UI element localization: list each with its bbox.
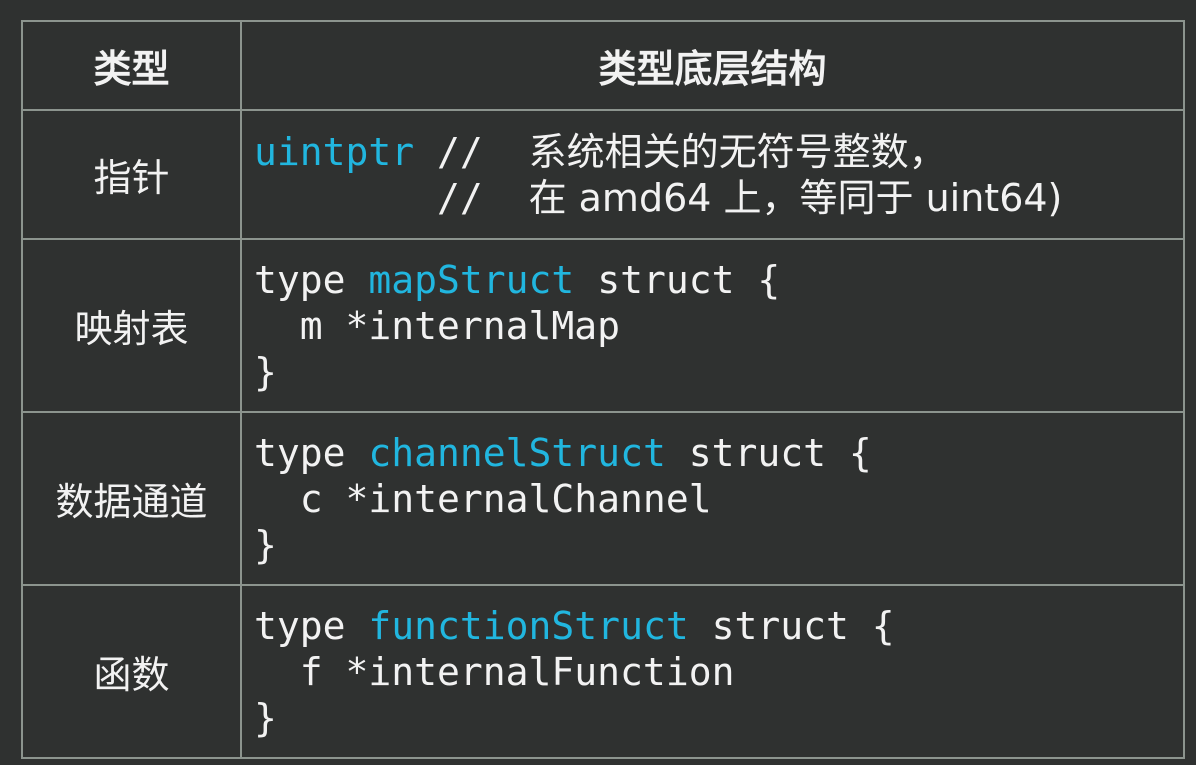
- table-header-row: 类型 类型底层结构: [21, 20, 1185, 111]
- structure-cell-channel: type channelStruct struct { c *internalC…: [240, 411, 1185, 586]
- header-type: 类型: [21, 20, 242, 111]
- code-close-brace: }: [254, 695, 277, 740]
- code-struct-open: struct {: [688, 430, 872, 475]
- code-type-name: functionStruct: [368, 603, 689, 648]
- code-identifier: uintptr: [254, 129, 415, 174]
- code-type-name: mapStruct: [368, 257, 575, 302]
- type-name-pointer: 指针: [21, 109, 242, 240]
- code-comment: 在 amd64 上，等同于 uint64): [528, 175, 1063, 220]
- table-row: 数据通道 type channelStruct struct { c *inte…: [21, 411, 1185, 586]
- table-row: 指针 uintptr // 系统相关的无符号整数， // 在 amd64 上，等…: [21, 109, 1185, 240]
- table-row: 函数 type functionStruct struct { f *inter…: [21, 584, 1185, 759]
- code-struct-open: struct {: [597, 257, 781, 302]
- structure-cell-map: type mapStruct struct { m *internalMap }: [240, 238, 1185, 413]
- code-comment-marker: //: [437, 175, 483, 220]
- code-block: type functionStruct struct { f *internal…: [254, 603, 1183, 741]
- code-comment-marker: //: [437, 129, 483, 174]
- code-comment: 系统相关的无符号整数，: [528, 129, 947, 174]
- type-name-function: 函数: [21, 584, 242, 759]
- code-block: type channelStruct struct { c *internalC…: [254, 430, 1183, 568]
- type-name-map: 映射表: [21, 238, 242, 413]
- code-struct-open: struct {: [711, 603, 895, 648]
- code-field: m *internalMap: [299, 303, 621, 348]
- code-block: uintptr // 系统相关的无符号整数， // 在 amd64 上，等同于 …: [254, 129, 1183, 221]
- type-structure-table: 类型 类型底层结构 指针 uintptr // 系统相关的无符号整数， // 在…: [21, 20, 1185, 759]
- code-field: c *internalChannel: [299, 476, 712, 521]
- structure-cell-function: type functionStruct struct { f *internal…: [240, 584, 1185, 759]
- structure-cell-pointer: uintptr // 系统相关的无符号整数， // 在 amd64 上，等同于 …: [240, 109, 1185, 240]
- code-field: f *internalFunction: [299, 649, 735, 694]
- code-type-name: channelStruct: [368, 430, 666, 475]
- type-name-channel: 数据通道: [21, 411, 242, 586]
- code-block: type mapStruct struct { m *internalMap }: [254, 257, 1183, 395]
- header-underlying-structure: 类型底层结构: [240, 20, 1185, 111]
- code-close-brace: }: [254, 349, 277, 394]
- code-keyword: type: [254, 603, 346, 648]
- code-keyword: type: [254, 257, 346, 302]
- table-row: 映射表 type mapStruct struct { m *internalM…: [21, 238, 1185, 413]
- code-close-brace: }: [254, 522, 277, 567]
- code-keyword: type: [254, 430, 346, 475]
